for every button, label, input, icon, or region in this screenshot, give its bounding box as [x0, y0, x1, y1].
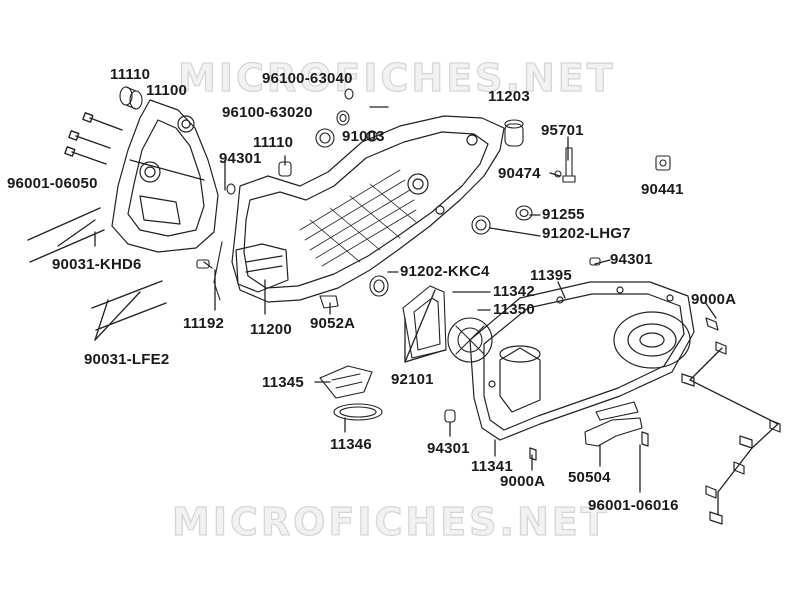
- label-96001-06050: 96001-06050: [7, 175, 98, 192]
- crankcase-left-11100: [111, 99, 219, 253]
- label-11110-mid: 11110: [253, 134, 294, 151]
- label-11192: 11192: [183, 315, 225, 332]
- label-94301-left: 94301: [219, 150, 262, 167]
- studs-90031: [27, 207, 167, 331]
- label-90441: 90441: [641, 181, 684, 198]
- label-11345: 11345: [262, 374, 304, 391]
- cvt-cover-11341: [469, 281, 695, 441]
- label-90474: 90474: [498, 165, 541, 182]
- crankcase-11200: [231, 115, 505, 303]
- gasket-11342: [402, 285, 447, 359]
- label-11203: 11203: [488, 88, 530, 105]
- label-50504: 50504: [568, 469, 611, 486]
- label-92101: 92101: [391, 371, 434, 388]
- label-91202-lhg7: 91202-LHG7: [542, 225, 631, 242]
- label-94301-right: 94301: [610, 251, 653, 268]
- duct-11345: [319, 365, 373, 399]
- label-11395: 11395: [530, 267, 572, 284]
- label-95701: 95701: [541, 122, 584, 139]
- seals-and-bearings: [315, 88, 533, 297]
- small-parts-left: [196, 161, 339, 309]
- label-94301-bottom: 94301: [427, 440, 470, 457]
- hardware-upper-right: [554, 147, 671, 266]
- label-9000a-right: 9000A: [691, 291, 737, 308]
- label-11350: 11350: [493, 301, 535, 318]
- bolts-9000a: [529, 317, 781, 525]
- label-90031-khd6: 90031-KHD6: [52, 256, 142, 273]
- watermark-bottom: MICROFICHES.NET: [171, 499, 610, 544]
- bolts-96001-06050: [64, 112, 123, 165]
- label-11110-top: 11110: [110, 66, 151, 83]
- label-9000a-bottom: 9000A: [500, 473, 546, 490]
- label-90031-lfe2: 90031-LFE2: [84, 351, 170, 368]
- label-11100: 11100: [146, 82, 188, 99]
- bracket-50504: [584, 401, 643, 447]
- label-11200: 11200: [250, 321, 292, 338]
- clamp-11346: [333, 403, 383, 421]
- watermark-top: MICROFICHES.NET: [177, 55, 616, 100]
- label-11341: 11341: [471, 458, 513, 475]
- label-91202-kkc4: 91202-KKC4: [400, 263, 490, 280]
- crankcase-ribs: [299, 169, 417, 267]
- pin-94301-bottom: [444, 409, 456, 423]
- label-96100-63020: 96100-63020: [222, 104, 313, 121]
- label-91255: 91255: [542, 206, 585, 223]
- label-96001-06016: 96001-06016: [588, 497, 679, 514]
- label-91003: 91003: [342, 128, 385, 145]
- label-9052a: 9052A: [310, 315, 356, 332]
- label-96100-63040: 96100-63040: [262, 70, 353, 87]
- bushing-11110-top: [119, 86, 143, 110]
- plate-11350: [447, 317, 493, 363]
- label-11346: 11346: [330, 436, 372, 453]
- label-11342: 11342: [493, 283, 535, 300]
